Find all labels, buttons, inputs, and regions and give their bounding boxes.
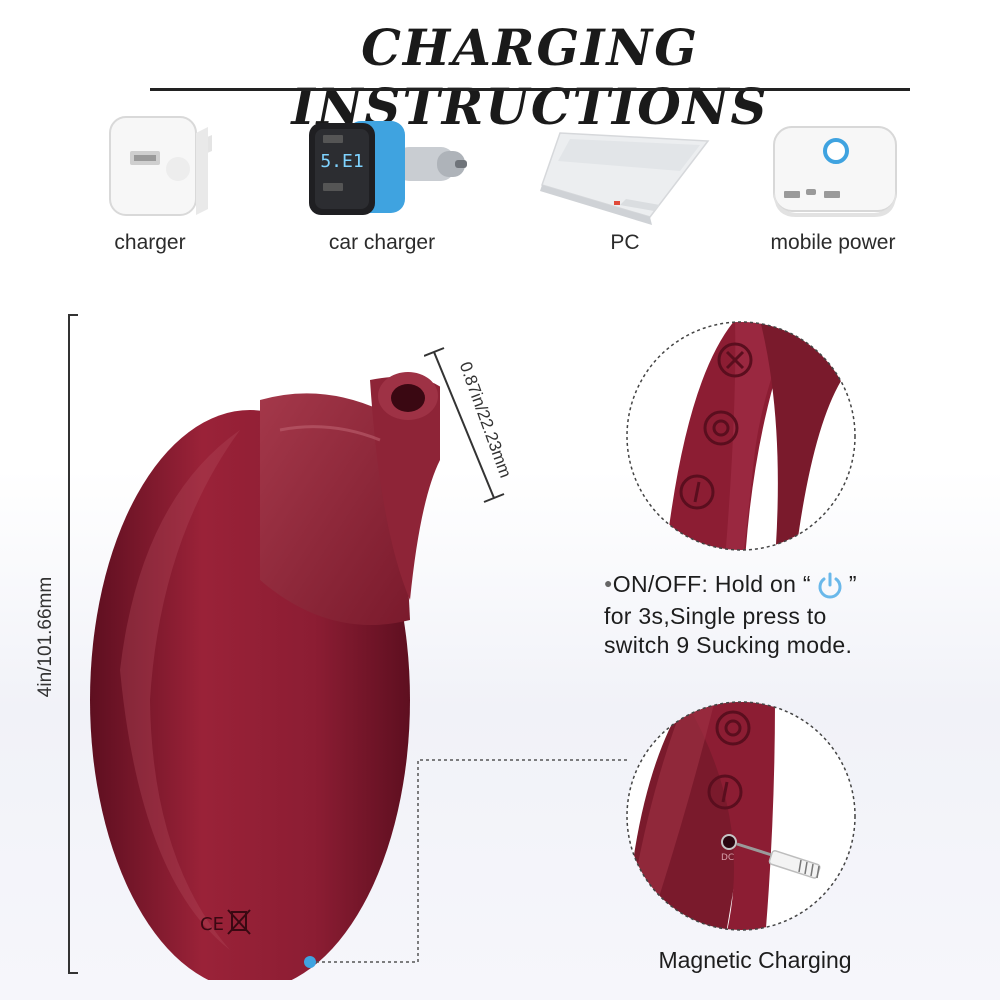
charger-option-wall: charger [50, 105, 250, 255]
mobile-power-label: mobile power [770, 231, 896, 254]
title-underline [150, 88, 910, 91]
recycle-bin-mark-icon [227, 909, 251, 935]
car-charger-display: 5.E1 [320, 151, 363, 172]
charger-option-mobile-power: mobile power [733, 105, 933, 255]
car-charger-icon: 5.E1 [309, 121, 467, 215]
charging-port-detail: DC [626, 701, 856, 931]
bullet-dot-icon: ● [604, 575, 613, 591]
leader-dot-icon [304, 956, 316, 968]
charger-option-pc: PC [525, 105, 725, 255]
device-marks: CE [200, 914, 224, 935]
wall-charger-icon [109, 116, 212, 216]
power-icon [818, 572, 842, 599]
power-button-icon [703, 410, 739, 446]
minus-button-icon [707, 774, 743, 810]
page-title: CHARGING INSTRUCTIONS [291, 18, 769, 136]
height-dimension-tick-bottom [68, 972, 78, 974]
control-buttons-detail [626, 321, 856, 551]
height-dimension-tick-top [68, 314, 78, 316]
opening-dimension-line [424, 347, 505, 503]
charging-port-icon [721, 834, 737, 850]
charger-option-car: 5.E1 car charger [282, 105, 482, 255]
pc-label: PC [610, 231, 640, 254]
charging-port-label: DC [721, 853, 734, 863]
onoff-suffix: ” [848, 571, 857, 597]
onoff-instructions: ●ON/OFF: Hold on “ ” for 3s,Single press… [604, 570, 914, 660]
laptop-icon [540, 132, 710, 225]
height-dimension-label: 4in/101.66mm [35, 576, 56, 698]
car-charger-label: car charger [328, 231, 436, 254]
minus-button-icon [679, 474, 715, 510]
charging-port-leader-line [304, 759, 630, 968]
charging-cable-icon [736, 842, 821, 879]
power-bank-icon [773, 126, 897, 217]
device-illustration: CE [90, 372, 440, 980]
charger-label: charger [114, 231, 186, 254]
plus-button-icon [717, 342, 753, 378]
power-button-icon [715, 710, 751, 746]
onoff-prefix: ON/OFF: Hold on “ [612, 571, 811, 597]
onoff-line-2: for 3s,Single press to [604, 603, 827, 629]
magnetic-charging-label: Magnetic Charging [658, 947, 852, 973]
height-dimension-line [68, 314, 70, 974]
onoff-line-3: switch 9 Sucking mode. [604, 632, 853, 658]
